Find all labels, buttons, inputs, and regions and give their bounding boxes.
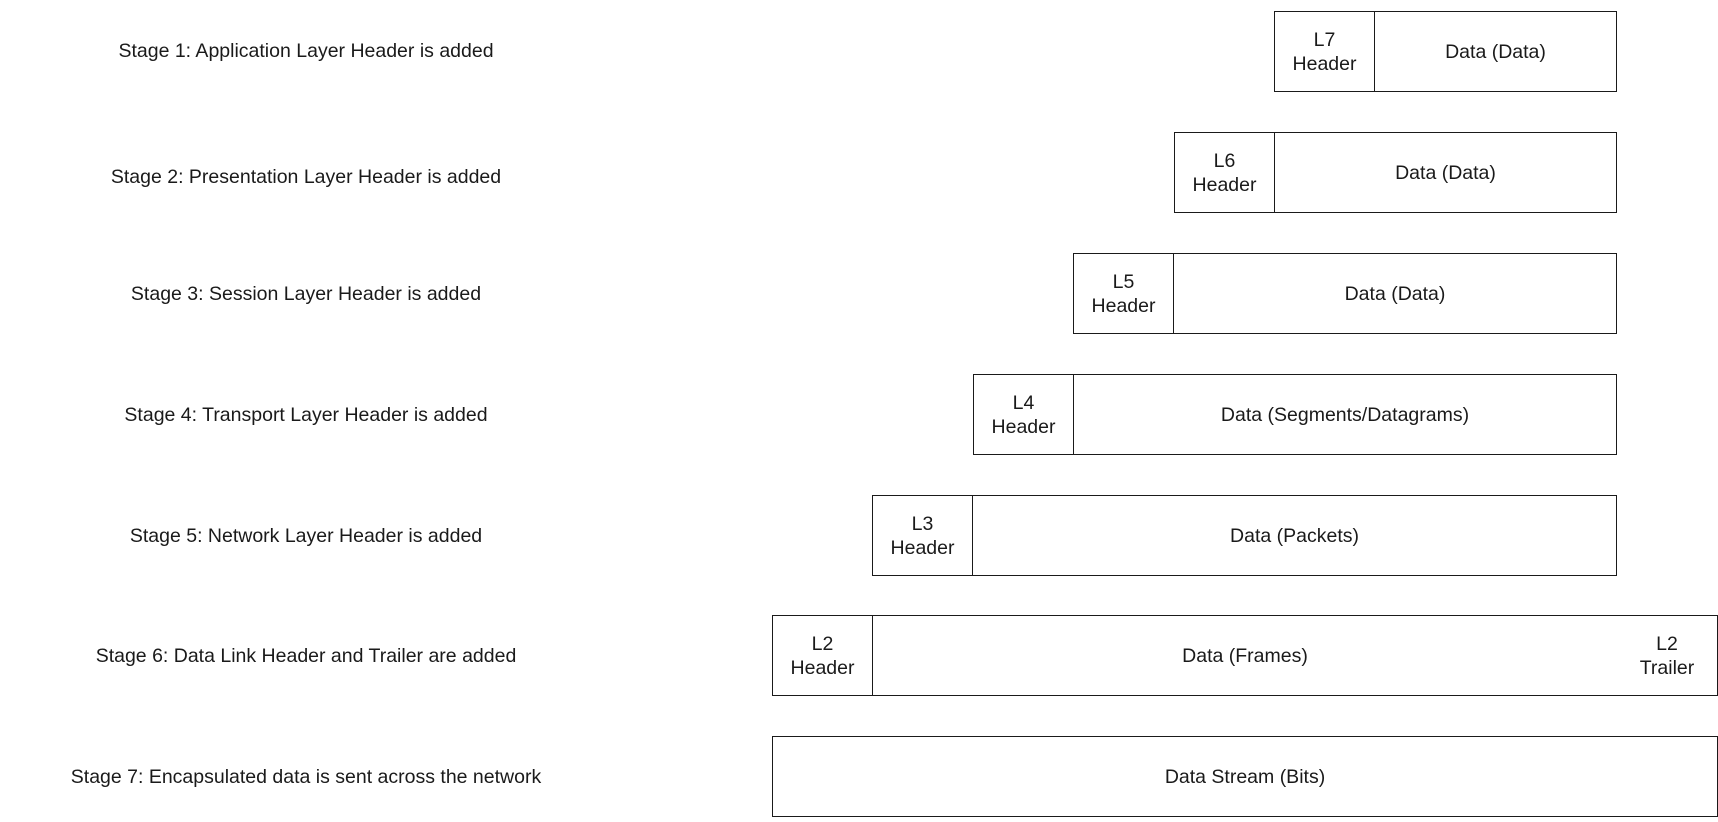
stage-7-data-stream-box: Data Stream (Bits) [772,736,1718,817]
stage-3-data-box: Data (Data) [1174,253,1617,334]
stage-4-data-box: Data (Segments/Datagrams) [1074,374,1617,455]
l3-header-box: L3 Header [872,495,973,576]
stage-2-label: Stage 2: Presentation Layer Header is ad… [110,166,502,188]
stage-1-data-box: Data (Data) [1375,11,1617,92]
stage-5-label: Stage 5: Network Layer Header is added [129,525,483,547]
stage-7-label: Stage 7: Encapsulated data is sent acros… [70,766,542,788]
stage-3-label: Stage 3: Session Layer Header is added [130,283,482,305]
stage-1-label: Stage 1: Application Layer Header is add… [118,40,494,62]
l2-header-box: L2 Header [772,615,873,696]
l2-trailer-box: L2 Trailer [1617,615,1718,696]
stage-4-label: Stage 4: Transport Layer Header is added [124,404,488,426]
l6-header-box: L6 Header [1174,132,1275,213]
l4-header-box: L4 Header [973,374,1074,455]
l5-header-box: L5 Header [1073,253,1174,334]
l7-header-box: L7 Header [1274,11,1375,92]
stage-6-label: Stage 6: Data Link Header and Trailer ar… [95,645,517,667]
stage-5-data-box: Data (Packets) [973,495,1617,576]
stage-6-data-box: Data (Frames) [873,615,1618,696]
stage-2-data-box: Data (Data) [1275,132,1617,213]
